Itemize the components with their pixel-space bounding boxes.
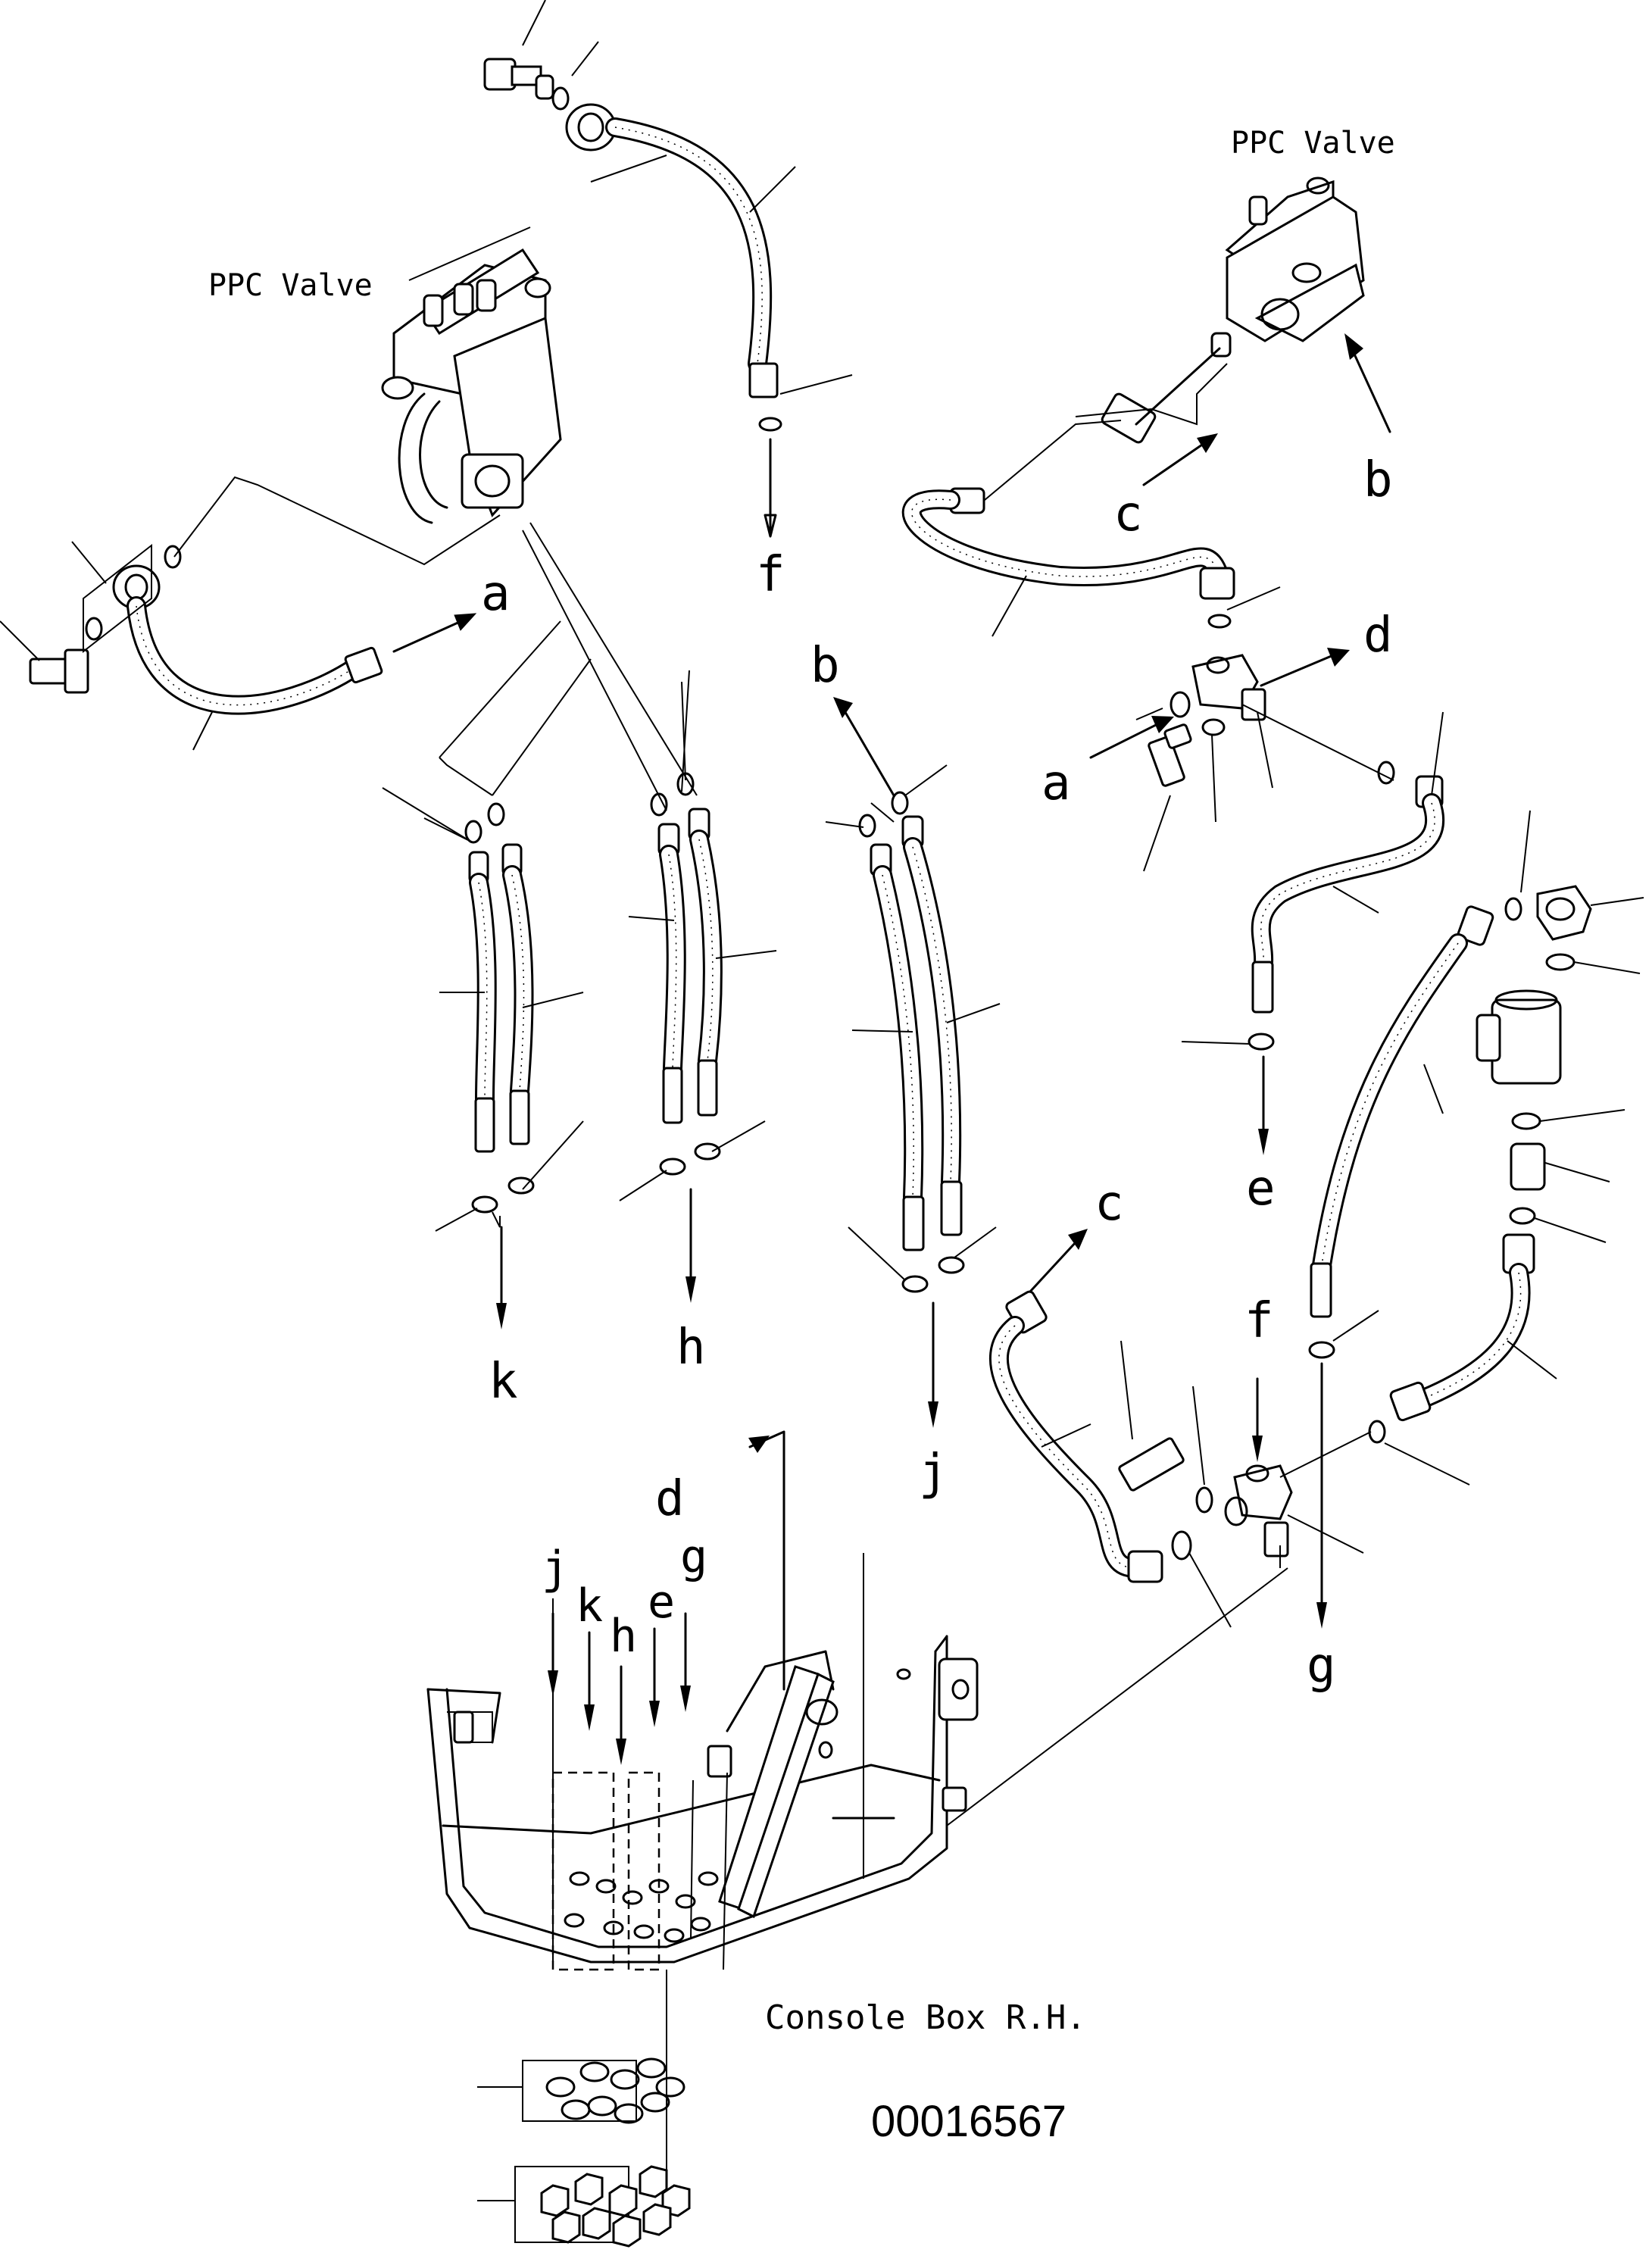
hose-pair-j <box>825 697 1001 1428</box>
arrow-letter-a-left: a <box>481 566 511 622</box>
ppc-valve-left-label: PPC Valve <box>208 268 373 303</box>
bottom-washers <box>477 2057 685 2124</box>
drawing-number: 00016567 <box>871 2097 1066 2146</box>
arrow-letter-b-right: b <box>1363 452 1393 508</box>
ppc-valve-left <box>381 227 562 524</box>
arrow-letter-g-right: g <box>1307 1638 1336 1694</box>
arrow-letter-e-right: e <box>1246 1161 1276 1217</box>
arrow-letter-c-lower: c <box>1095 1176 1124 1232</box>
valve-leader-lines <box>382 522 698 842</box>
left-hose-to-a <box>0 476 501 751</box>
console-box-label: Console Box R.H. <box>765 1998 1086 2037</box>
arrow-letter-h-console: h <box>610 1610 637 1663</box>
arrow-letter-d-lower: d <box>655 1471 685 1527</box>
arrow-letter-j-console: j <box>542 1542 569 1595</box>
hose-pair-k <box>435 802 584 1329</box>
arrow-letter-h-mid: h <box>676 1320 706 1376</box>
bottom-nuts <box>477 2165 691 2248</box>
arrow-letter-d-right: d <box>1363 608 1393 664</box>
arrow-letter-g-console: g <box>680 1530 707 1583</box>
hose-pair-h <box>619 772 777 1303</box>
arrow-letter-a-right: a <box>1041 755 1071 811</box>
console-box <box>426 1553 1288 1971</box>
tee-fitting-f <box>1118 1340 1372 1628</box>
arrow-letter-j-mid: j <box>919 1445 948 1501</box>
hose-to-g <box>1308 905 1494 1629</box>
arrow-letter-c-right: c <box>1113 486 1143 542</box>
hose-c-to-tee-f <box>989 1229 1163 1583</box>
right-component-stack <box>1368 810 1644 1486</box>
ppc-valve-right-label: PPC Valve <box>1231 126 1395 161</box>
console-arrows <box>548 1430 785 2182</box>
arrow-letter-k-console: k <box>576 1579 603 1632</box>
arrow-letter-b-top: b <box>810 638 840 694</box>
ppc-valve-right <box>1075 177 1391 486</box>
arrow-letter-f-top: f <box>756 547 785 603</box>
top-banjo-assembly <box>483 0 853 538</box>
arrow-letter-e-console: e <box>648 1576 675 1629</box>
arrow-letter-f-lower: f <box>1244 1293 1274 1349</box>
tee-fitting-d <box>1089 648 1394 872</box>
right-hose-to-tee <box>901 420 1281 637</box>
hose-to-e <box>1181 711 1445 1155</box>
arrow-letter-k-left: k <box>489 1354 518 1410</box>
